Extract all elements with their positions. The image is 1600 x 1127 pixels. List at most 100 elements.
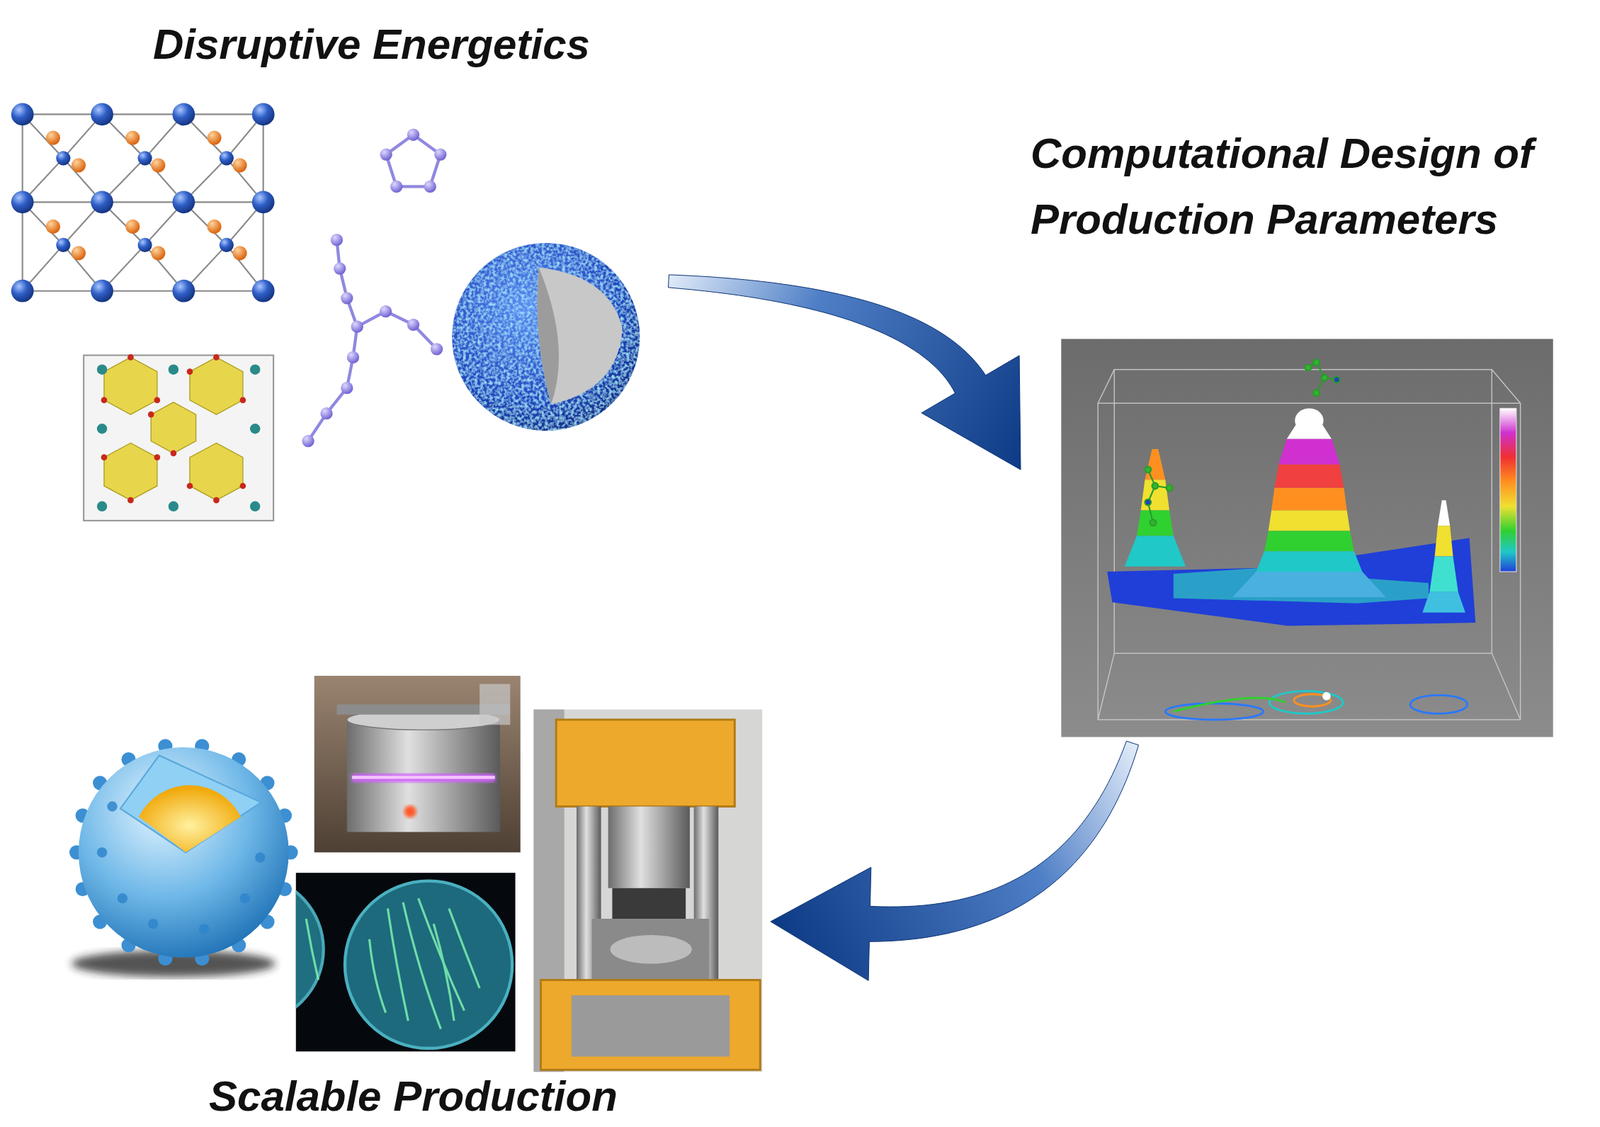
plot-panel-part-part <box>1136 510 1174 537</box>
core-shell-capsule-part-part <box>117 893 128 904</box>
crystal-lattice-part <box>46 130 61 145</box>
press-photo-part <box>610 934 692 964</box>
press-photo-part <box>611 888 686 919</box>
diagram-group: Disruptive Energetics <box>8 15 669 537</box>
petri-dish-photo-part-part-part <box>387 908 408 1022</box>
core-shell-capsule-part <box>138 785 241 853</box>
chamber-photo-part <box>347 719 501 833</box>
polyhedra-crystal-part-part <box>189 442 243 501</box>
polyhedra-crystal-part <box>97 364 261 512</box>
polyhedra-crystal-part-part <box>250 364 260 374</box>
core-shell-particle <box>451 242 640 431</box>
plot-panel-part-part <box>1313 390 1320 397</box>
plot-panel-part-part <box>1491 653 1520 720</box>
polyhedra-crystal-part-part <box>186 483 194 490</box>
core-shell-capsule-part-part <box>254 852 265 862</box>
nitrogen-chain-part <box>379 305 392 318</box>
petri-dish-photo <box>176 872 515 1052</box>
plot-panel-part-part <box>1429 555 1458 592</box>
polyhedra-crystal-part-part <box>101 397 108 404</box>
plot-panel-part-part <box>1313 359 1320 366</box>
plot-panel-part <box>1500 407 1517 572</box>
polyhedra-crystal-part-part <box>104 356 158 415</box>
plot-panel-part-part <box>1141 479 1170 510</box>
chamber-photo-part <box>352 775 496 779</box>
curved-arrow <box>770 740 1139 981</box>
crystal-lattice-part <box>71 245 86 260</box>
pentazole-molecule-part <box>434 148 447 161</box>
polyhedra-crystal-part-part <box>213 354 220 361</box>
crystal-lattice-part <box>125 219 140 234</box>
chamber-photo-part <box>479 684 510 726</box>
plot-panel-part-part <box>1255 551 1363 572</box>
crystal-lattice-part <box>232 157 247 173</box>
plot-panel-part-part <box>1097 403 1520 720</box>
crystal-lattice-part <box>90 190 114 214</box>
crystal-lattice-part <box>11 190 34 214</box>
polyhedra-crystal-part-part <box>154 397 161 404</box>
plot-panel-part-part <box>1150 519 1157 527</box>
crystal-lattice-part <box>150 157 166 173</box>
plot-panel-part-part <box>1437 500 1450 526</box>
nitrogen-chain-part <box>407 318 420 331</box>
chamber-photo-part <box>352 773 496 782</box>
crystal-lattice-part-part <box>22 290 264 292</box>
petri-dish-photo-part-part-part <box>433 923 455 1021</box>
plot-panel-part-part <box>1294 407 1324 433</box>
crystal-lattice-part <box>252 279 275 303</box>
plot-panel-part-part <box>1271 488 1348 511</box>
crystal-lattice-part <box>252 190 275 214</box>
core-shell-capsule-part-part <box>97 847 107 858</box>
core-shell-particle-part <box>451 242 640 431</box>
crystal-lattice-part <box>55 237 71 253</box>
crystal-lattice-part <box>11 279 34 303</box>
plot-panel-part-part <box>1165 703 1263 720</box>
plot-panel-part-part <box>1166 485 1173 492</box>
polyhedra-crystal-part <box>101 354 247 503</box>
polyhedra-crystal-part-part <box>150 402 196 454</box>
plot-panel-part-part <box>1305 364 1312 371</box>
nitrogen-chain-part <box>351 320 364 333</box>
crystal-lattice-part <box>232 245 247 260</box>
plot-panel-part-part <box>1144 466 1151 474</box>
pentazole-molecule-part <box>390 180 403 193</box>
core-shell-capsule-part <box>78 747 289 958</box>
nitrogen-chain-part <box>340 381 353 394</box>
core-shell-capsule-part <box>69 738 299 966</box>
curved-arrow <box>668 274 1022 470</box>
polyhedra-crystal-part-part <box>97 501 107 512</box>
heading-text: Scalable Production <box>208 1073 618 1120</box>
plot-panel-part <box>1061 338 1553 737</box>
plot-panel-part-part <box>1274 464 1344 489</box>
pentazole-molecule-part <box>424 180 437 193</box>
core-shell-particle-part <box>537 267 560 405</box>
polyhedra-crystal-part-part <box>101 454 108 461</box>
core-shell-capsule-part-part <box>148 918 158 929</box>
polyhedra-crystal-part-part <box>168 364 179 374</box>
polyhedra-crystal-part-part <box>186 368 194 375</box>
petri-dish-photo-part-part-part <box>305 918 319 980</box>
plot-panel-part <box>1232 407 1386 598</box>
polyhedra-crystal-part <box>83 355 274 521</box>
polyhedra-crystal <box>83 354 274 521</box>
polyhedra-crystal-part-part <box>240 483 247 490</box>
polyhedra-crystal-part-part <box>127 497 134 504</box>
petri-dish-photo-part-part <box>305 898 480 1029</box>
plot-panel-part-part <box>1173 697 1286 712</box>
pentazole-molecule <box>380 128 447 193</box>
plot-panel-part-part <box>1410 694 1468 714</box>
nitrogen-chain-part <box>347 351 360 364</box>
nitrogen-chain-part <box>320 407 333 420</box>
polyhedra-crystal-part-part <box>240 397 247 404</box>
chamber-photo <box>314 675 521 853</box>
petri-dish-photo-part-part-part <box>449 908 480 989</box>
plot-panel-part-part <box>1321 374 1329 382</box>
crystal-lattice-part <box>137 150 152 166</box>
plot-panel-part <box>1097 369 1520 720</box>
press-photo-part <box>571 995 730 1057</box>
crystal-lattice-part <box>219 150 234 166</box>
plot-panel-part <box>1124 449 1186 567</box>
polyhedra-crystal-part-part <box>250 423 260 434</box>
crystal-lattice-part <box>22 114 264 291</box>
